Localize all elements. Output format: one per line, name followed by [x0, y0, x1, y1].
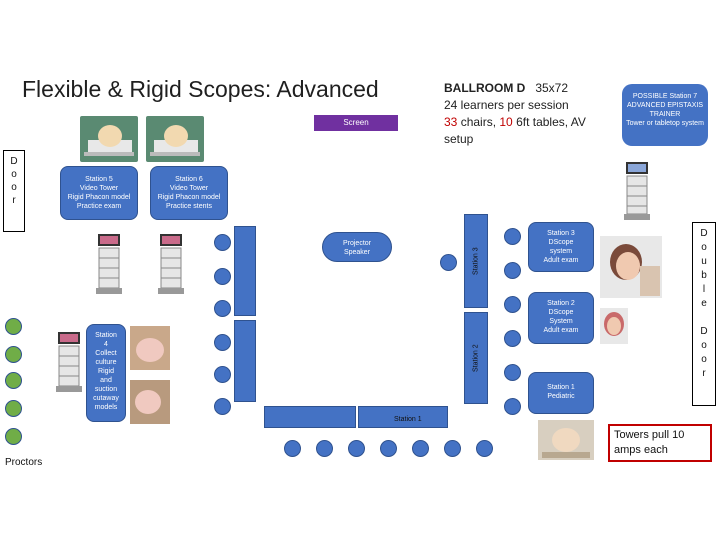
chair [214, 268, 231, 285]
chair [380, 440, 397, 457]
pediatric-model-photo-icon [538, 420, 594, 460]
proctor-chair [5, 372, 22, 389]
room-learners: 24 learners per session [444, 98, 569, 112]
chair [348, 440, 365, 457]
chair [316, 440, 333, 457]
table [358, 406, 448, 428]
chair [504, 228, 521, 245]
chair [504, 330, 521, 347]
chair [412, 440, 429, 457]
proctor-chair [5, 318, 22, 335]
chair [214, 234, 231, 251]
chair [476, 440, 493, 457]
video-tower-icon [56, 332, 82, 392]
chair [214, 398, 231, 415]
video-tower-icon [624, 162, 650, 220]
chair [440, 254, 457, 271]
phantom-photo-icon [80, 116, 138, 162]
video-tower-icon [158, 234, 184, 294]
chair [214, 334, 231, 351]
table [264, 406, 356, 428]
manikin-photo-icon [600, 308, 628, 344]
room-size: 35x72 [535, 81, 569, 95]
chair [214, 366, 231, 383]
room-setup: 33 chairs, 10 6ft tables, AV setup [444, 115, 586, 146]
phantom-photo-icon [146, 116, 204, 162]
screen-bar: Screen [314, 115, 398, 131]
page-title: Flexible & Rigid Scopes: Advanced [22, 76, 379, 102]
table [234, 226, 256, 316]
chair [284, 440, 301, 457]
model-photo-icon [130, 380, 170, 424]
table [234, 320, 256, 402]
manikin-photo-icon [600, 236, 662, 298]
chair [504, 364, 521, 381]
table-station-2: Station 2 [464, 312, 488, 404]
chair [504, 262, 521, 279]
chair [214, 300, 231, 317]
chair [444, 440, 461, 457]
proctor-chair [5, 346, 22, 363]
table-station-3: Station 3 [464, 214, 488, 308]
room-name: BALLROOM D [444, 81, 526, 95]
towers-note: Towers pull 10 amps each [608, 424, 712, 462]
proctor-chair [5, 428, 22, 445]
video-tower-icon [96, 234, 122, 294]
proctors-label: Proctors [5, 457, 43, 468]
chair [504, 296, 521, 313]
station-7-box: POSSIBLE Station 7 ADVANCED EPISTAXIS TR… [622, 84, 708, 146]
proctor-chair [5, 400, 22, 417]
station-1-table-label: Station 1 [394, 416, 422, 423]
model-photo-icon [130, 326, 170, 370]
chair [504, 398, 521, 415]
